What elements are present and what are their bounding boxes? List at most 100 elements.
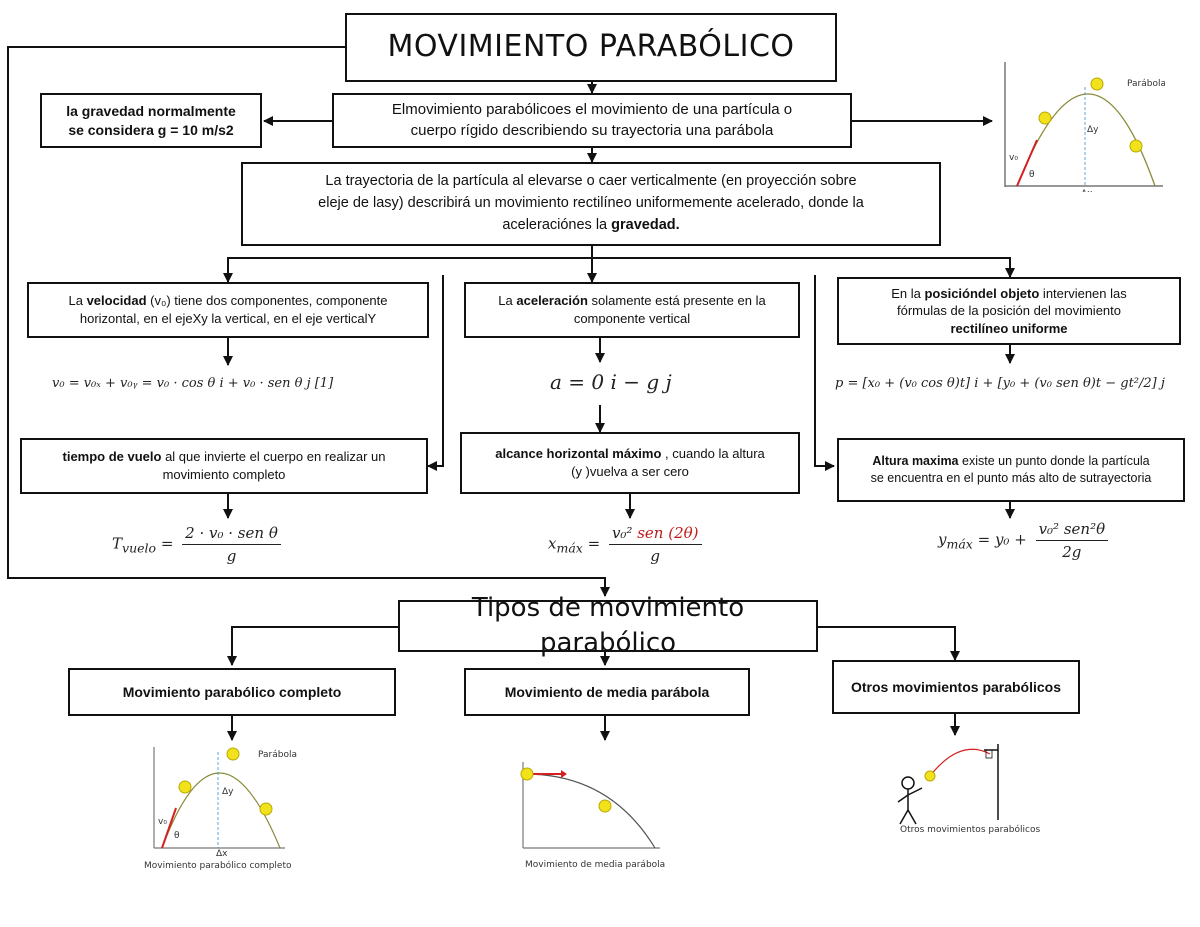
- ball: [924, 770, 936, 782]
- person-head: [901, 776, 915, 790]
- other-parabola-diagram: Otros movimientos parabólicos: [897, 744, 1040, 835]
- types-title: Tipos de movimiento parabólico: [398, 593, 818, 658]
- max-range-num: v₀² sen (2θ): [608, 524, 702, 545]
- max-range-fraction: v₀² sen (2θ) g: [608, 524, 702, 565]
- complete-parabola-diagram: Parábola Δy Δx v₀ θ Movimiento parabólic…: [144, 747, 297, 871]
- main-title-text: MOVIMIENTO PARABÓLICO: [387, 29, 795, 65]
- max-height-den: 2g: [1062, 543, 1082, 561]
- dx-label: Δx: [216, 849, 228, 859]
- dy-label: Δy: [1087, 125, 1099, 135]
- ball: [1090, 77, 1104, 91]
- flight-time-den: g: [226, 547, 237, 565]
- dx-label: Δx: [1081, 189, 1093, 192]
- velocity-arrow: [1016, 139, 1038, 187]
- max-range-formula: xmáx = v₀² sen (2θ) g: [548, 524, 706, 565]
- max-height-sub: máx: [946, 536, 973, 552]
- position-line-3: rectilíneo uniforme: [950, 320, 1068, 336]
- max-height-box: Altura maxima existe un punto donde la p…: [837, 438, 1185, 502]
- acceleration-text-a: La: [498, 293, 517, 309]
- max-range-num-a: v₀²: [611, 524, 638, 542]
- type-complete-label: Movimiento parabólico completo: [122, 683, 342, 700]
- trajectory-line-1: La trayectoria de la partícula al elevar…: [325, 173, 857, 190]
- ball: [1129, 139, 1143, 153]
- max-height-line-2: se encuentra en el punto más alto de sut…: [870, 471, 1152, 485]
- max-range-lhs: x: [548, 534, 557, 553]
- type-others-label: Otros movimientos parabólicos: [850, 678, 1062, 695]
- position-box: En la posicióndel objeto intervienen las…: [837, 277, 1181, 345]
- parabola-label: Parábola: [258, 750, 297, 760]
- trajectory-curve: [524, 773, 656, 849]
- max-range-num-b: sen (2θ): [637, 524, 699, 542]
- ball: [1038, 111, 1052, 125]
- definition-line-1: Elmovimiento parabólicoes el movimiento …: [391, 101, 793, 119]
- types-title-text: Tipos de movimiento parabólico: [471, 592, 745, 658]
- position-line-2: fórmulas de la posición del movimiento: [897, 303, 1121, 319]
- gravity-note-box: la gravedad normalmente se considera g =…: [40, 93, 262, 148]
- position-text-b: posicióndel objeto: [924, 285, 1040, 301]
- flight-time-text-a: tiempo de vuelo: [62, 449, 162, 465]
- velocity-arrowhead: [561, 770, 567, 778]
- max-height-fraction: v₀² sen²θ 2g: [1035, 520, 1109, 561]
- position-line-1: En la posicióndel objeto intervienen las: [891, 285, 1127, 303]
- acceleration-text-c: solamente está presente en la: [587, 293, 766, 309]
- type-half-box: Movimiento de media parábola: [464, 668, 750, 716]
- max-height-mid: = y₀ +: [977, 530, 1032, 549]
- trajectory-line-3: aceleraciónes la gravedad.: [502, 215, 679, 237]
- max-range-box: alcance horizontal máximo , cuando la al…: [460, 432, 800, 494]
- flight-time-num: 2 · v₀ · sen θ: [182, 524, 281, 545]
- half-caption: Movimiento de media parábola: [525, 860, 665, 870]
- velocity-line-2: horizontal, en el ejeXy la vertical, en …: [79, 311, 377, 326]
- gravity-note-line-1: la gravedad normalmente: [66, 102, 236, 119]
- velocity-box: La velocidad (v₀) tiene dos componentes,…: [27, 282, 429, 338]
- acceleration-box: La aceleración solamente está presente e…: [464, 282, 800, 338]
- ball: [520, 767, 534, 781]
- acceleration-text-b: aceleración: [516, 293, 588, 309]
- max-range-text-a: alcance horizontal máximo: [495, 446, 662, 462]
- dy-label: Δy: [222, 787, 234, 797]
- flight-time-line-1: tiempo de vuelo al que invierte el cuerp…: [63, 448, 386, 466]
- type-half-label: Movimiento de media parábola: [504, 683, 710, 700]
- acceleration-formula: a = 0 i − g j: [550, 370, 672, 394]
- parabola-diagram-top: Parábola Δy Δx v₀ θ: [1004, 62, 1165, 192]
- trajectory-line-3b: gravedad.: [611, 216, 680, 233]
- trajectory-curve: [929, 748, 991, 777]
- theta-label: θ: [174, 831, 180, 841]
- flight-time-fraction: 2 · v₀ · sen θ g: [182, 524, 281, 565]
- gravity-note-line-2: se considera g = 10 m/s2: [68, 121, 234, 138]
- type-others-box: Otros movimientos parabólicos: [832, 660, 1080, 714]
- position-formula: p = [x₀ + (v₀ cos θ)t] i + [y₀ + (v₀ sen…: [835, 376, 1165, 391]
- ball: [178, 780, 192, 794]
- theta-label: θ: [1029, 170, 1035, 180]
- velocity-text-a: La: [68, 293, 87, 309]
- type-complete-box: Movimiento parabólico completo: [68, 668, 396, 716]
- max-height-text-b: existe un punto donde la partícula: [958, 454, 1150, 469]
- position-text-a: En la: [891, 285, 925, 301]
- max-height-num: v₀² sen²θ: [1035, 520, 1109, 541]
- max-height-lhs: y: [938, 530, 947, 549]
- definition-box: Elmovimiento parabólicoes el movimiento …: [332, 93, 852, 148]
- parabola-label: Parábola: [1127, 79, 1165, 89]
- flight-time-formula: Tvuelo = 2 · v₀ · sen θ g: [112, 524, 285, 565]
- v0-label: v₀: [158, 817, 167, 827]
- v0-label: v₀: [1009, 153, 1018, 163]
- flight-time-line-2: movimiento completo: [162, 467, 286, 482]
- trajectory-note-box: La trayectoria de la partícula al elevar…: [241, 162, 941, 246]
- velocity-formula: v₀ = v₀ₓ + v₀ᵧ = v₀ · cos θ i + v₀ · sen…: [52, 376, 334, 391]
- position-text-c: intervienen las: [1039, 285, 1127, 301]
- max-range-den: g: [650, 547, 661, 565]
- ball: [598, 799, 612, 813]
- complete-caption: Movimiento parabólico completo: [144, 860, 292, 871]
- velocity-arrow: [161, 807, 177, 849]
- ball: [259, 802, 273, 816]
- acceleration-line-1: La aceleración solamente está presente e…: [498, 292, 765, 310]
- max-height-text-a: Altura maxima: [872, 454, 959, 469]
- max-height-line-1: Altura maxima existe un punto donde la p…: [872, 453, 1149, 470]
- flight-time-text-b: al que invierte el cuerpo en realizar un: [161, 449, 386, 465]
- others-caption: Otros movimientos parabólicos: [900, 824, 1040, 835]
- main-title: MOVIMIENTO PARABÓLICO: [345, 13, 837, 82]
- max-height-formula: ymáx = y₀ + v₀² sen²θ 2g: [938, 520, 1112, 561]
- ball: [226, 747, 240, 761]
- definition-line-2: cuerpo rígido describiendo su trayectori…: [410, 121, 774, 139]
- max-range-line-2: (y )vuelva a ser cero: [571, 464, 689, 479]
